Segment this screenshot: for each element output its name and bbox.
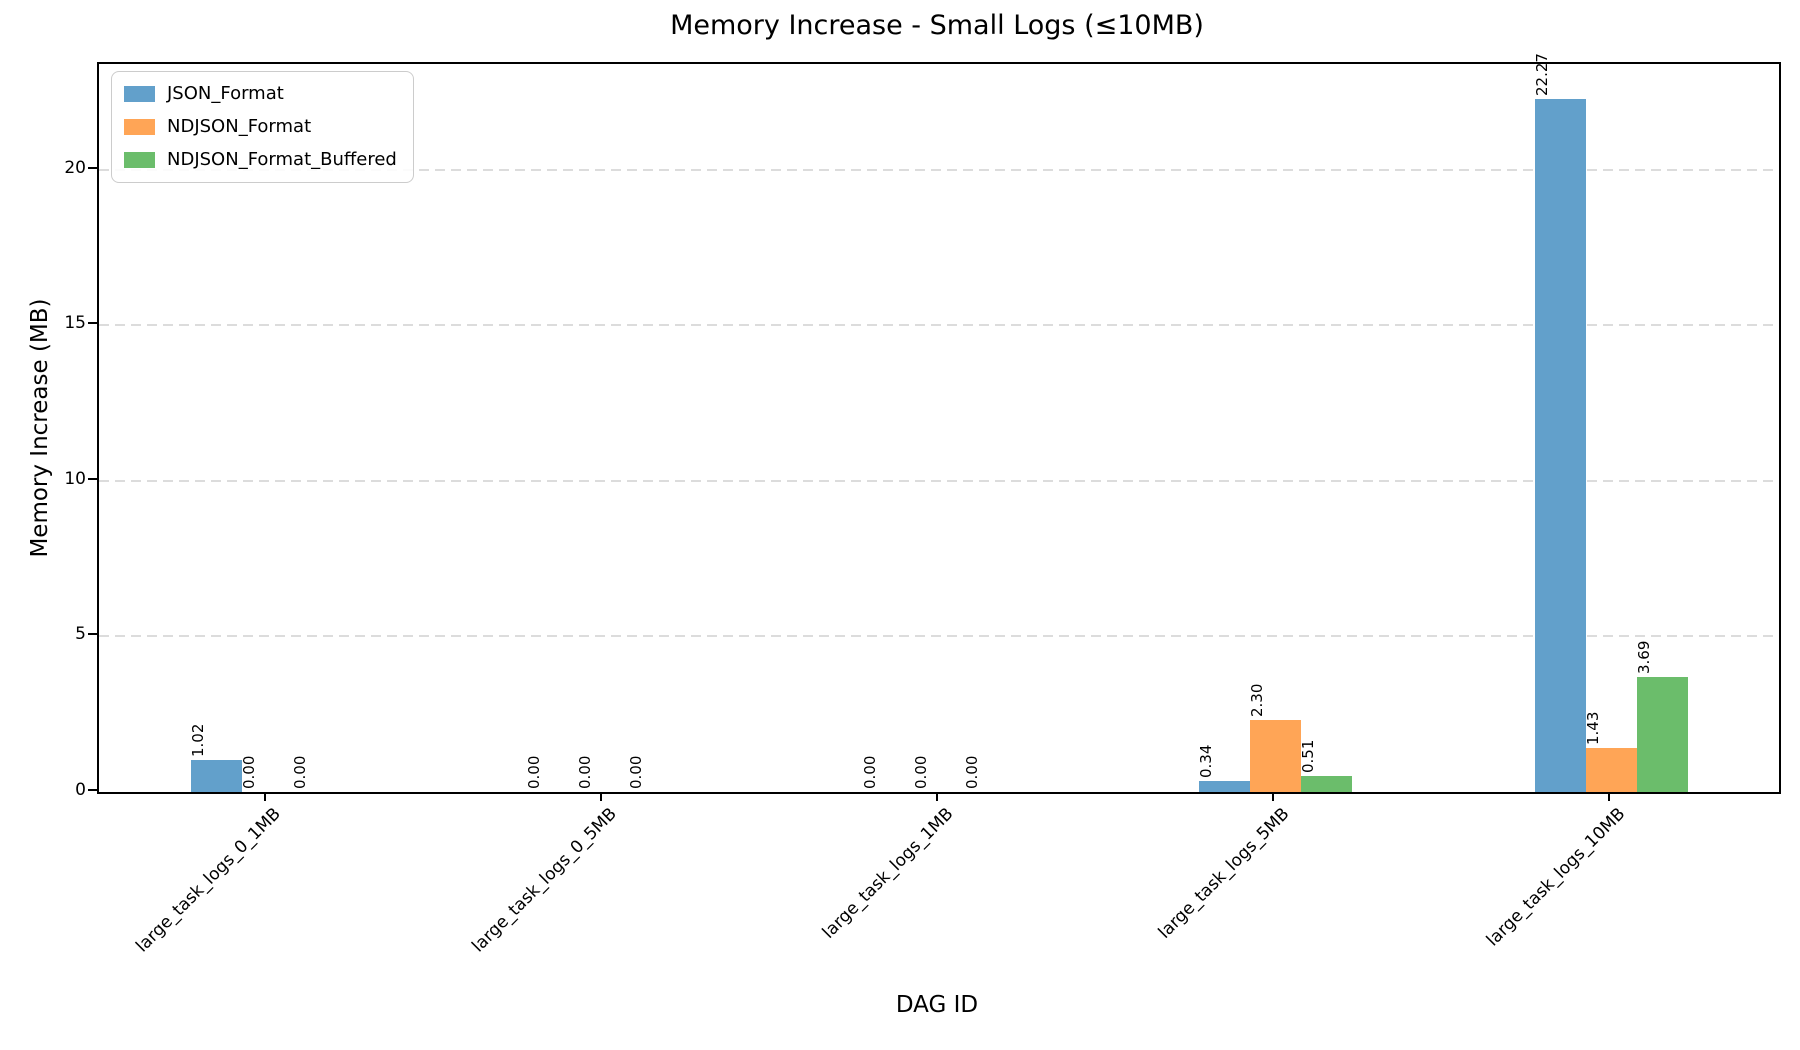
y-tick-label: 20	[64, 157, 86, 178]
x-tick-label: large_task_logs_10MB	[1482, 804, 1630, 951]
x-tick-mark	[1272, 792, 1274, 801]
bar	[1249, 720, 1301, 792]
y-tick-label: 5	[75, 624, 86, 645]
y-tick-mark	[88, 633, 97, 636]
legend-item: NDJSON_Format_Buffered	[124, 148, 397, 172]
legend-label: NDJSON_Format	[167, 116, 312, 137]
y-tick-mark	[88, 322, 97, 325]
x-tick-mark	[600, 792, 602, 801]
y-tick-mark	[88, 789, 97, 791]
legend-item: JSON_Format	[124, 82, 397, 106]
x-axis-label: DAG ID	[895, 992, 979, 1018]
chart-title: Memory Increase - Small Logs (≤10MB)	[670, 10, 1204, 41]
gridline	[99, 479, 1779, 482]
bar-value-label: 22.27	[1533, 53, 1551, 96]
y-tick-mark	[88, 166, 97, 169]
bar-value-label: 3.69	[1635, 640, 1653, 674]
bar	[1198, 781, 1250, 792]
legend-swatch	[124, 86, 155, 102]
y-tick-label: 10	[64, 468, 86, 489]
legend-swatch	[124, 119, 155, 135]
bar-value-label: 0.34	[1197, 744, 1215, 778]
bar	[1300, 776, 1352, 792]
x-tick-mark	[936, 792, 938, 801]
legend-item: NDJSON_Format	[124, 115, 397, 139]
gridline	[99, 168, 1779, 171]
bar-value-label: 0.00	[240, 755, 258, 789]
x-tick-label: large_task_logs_5MB	[1154, 804, 1294, 943]
x-tick-label: large_task_logs_0_1MB	[132, 804, 286, 957]
bar-value-label: 0.51	[1299, 739, 1317, 773]
legend-swatch	[124, 152, 155, 168]
bar-value-label: 0.00	[912, 755, 930, 789]
y-tick-label: 15	[64, 313, 86, 334]
bar-value-label: 0.00	[291, 755, 309, 789]
x-tick-label: large_task_logs_1MB	[818, 804, 958, 943]
gridline	[99, 324, 1779, 327]
bar-value-label: 1.02	[189, 723, 207, 757]
y-tick-mark	[88, 477, 97, 480]
x-tick-mark	[1608, 792, 1610, 801]
legend-label: NDJSON_Format_Buffered	[167, 149, 397, 170]
bar-value-label: 0.00	[525, 755, 543, 789]
legend-label: JSON_Format	[167, 83, 284, 104]
plot-area: 1.02 0.00 0.00 0.34 22.27 0.00 0.00 0.00 2.30 1.4…	[97, 53, 1781, 794]
bar-value-label: 0.00	[963, 755, 981, 789]
x-tick-label: large_task_logs_0_5MB	[468, 804, 622, 957]
bar-value-label: 2.30	[1248, 683, 1266, 717]
gridline	[99, 635, 1779, 638]
bar	[1585, 748, 1637, 792]
y-tick-label: 0	[75, 780, 86, 800]
bar	[190, 760, 242, 792]
y-axis-label: Memory Increase (MB)	[27, 298, 53, 558]
x-tick-mark	[264, 792, 266, 801]
bar-value-label: 1.43	[1584, 711, 1602, 745]
bar	[1636, 677, 1688, 792]
bar-value-label: 0.00	[576, 755, 594, 789]
bar	[1534, 99, 1586, 792]
bar-value-label: 0.00	[861, 755, 879, 789]
bar-value-label: 0.00	[627, 755, 645, 789]
